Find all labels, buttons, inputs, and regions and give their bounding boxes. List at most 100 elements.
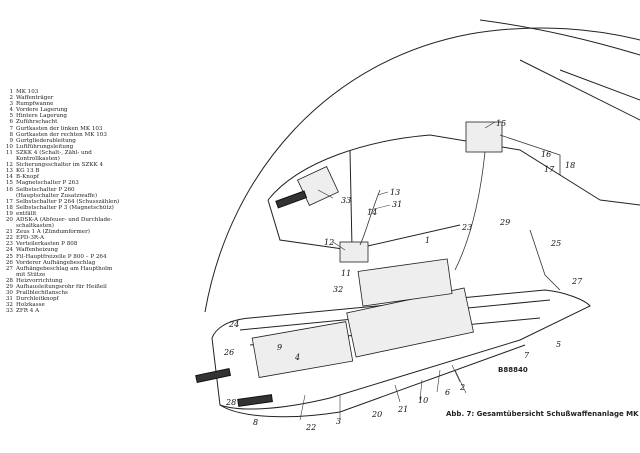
cable-4 <box>529 229 561 291</box>
legend-item-text: Fil-Hauptfreizelle P 800 – P 264 <box>16 253 107 260</box>
wing-upper-edge <box>204 27 640 313</box>
legend-item-text: Selbstschalter P 260 <box>16 186 75 193</box>
ammo-box <box>357 258 453 307</box>
callout-5: 5 <box>556 340 561 349</box>
legend-item-number: 16 <box>5 186 13 193</box>
legend-item-text: Hintere Lagerung <box>16 113 67 120</box>
legend-item: Kontrollkasten) <box>4 156 194 162</box>
legend-item-text: Holzkasse <box>16 302 45 309</box>
legend-item-number: 5 <box>9 113 13 120</box>
legend-item-number: 1 <box>9 89 13 95</box>
legend-item-number: 31 <box>5 296 13 303</box>
legend-item-number: 8 <box>9 131 13 138</box>
legend-item-number: 9 <box>9 137 13 144</box>
callout-4: 4 <box>294 353 300 362</box>
gun-body-left <box>251 321 354 378</box>
callout-13: 13 <box>390 188 400 197</box>
callout-6: 6 <box>445 388 450 397</box>
legend-item-text: Gurtgliederableitung <box>16 137 76 144</box>
callout-26: 26 <box>223 348 234 357</box>
legend-item-number: 12 <box>5 162 13 169</box>
legend-item-text: Prallblechflanschs <box>16 290 68 297</box>
legend-item-text: Magnetschalter P 263 <box>16 180 79 187</box>
cable-2 <box>359 189 381 246</box>
legend-item-number: 22 <box>5 235 13 242</box>
legend-item-text: Waffenträger <box>16 95 54 102</box>
callout-16: 16 <box>541 150 551 159</box>
cable-1 <box>454 151 486 271</box>
legend-item-number: 27 <box>5 265 13 272</box>
legend-item-number: 23 <box>5 241 13 248</box>
gunsight-housing <box>297 166 339 206</box>
callout-17: 17 <box>544 165 555 174</box>
callout-8: 8 <box>253 418 258 427</box>
control-box <box>465 121 503 153</box>
legend-item-text: Gurtkasten der rechten MK 103 <box>16 131 107 138</box>
callout-18: 18 <box>565 161 575 170</box>
callout-21: 21 <box>397 405 408 414</box>
legend-item-number: 14 <box>5 174 13 181</box>
legend-item-text: Vordere Lagerung <box>16 107 68 114</box>
legend-item-number: 28 <box>5 277 13 284</box>
callout-20: 20 <box>371 410 382 419</box>
legend-item-text: ZFR 4 A <box>16 308 40 315</box>
legend-item-number: 15 <box>5 180 13 187</box>
callout-12: 12 <box>324 238 334 247</box>
callout-labels: 1 2 3 4 5 6 7 8 9 10 11 12 13 14 15 16 1… <box>223 119 583 432</box>
callout-32: 32 <box>333 285 343 294</box>
callout-25: 25 <box>550 239 561 248</box>
legend-item-text: Gurtkasten der linken MK 103 <box>16 125 103 132</box>
callout-29: 29 <box>499 218 510 227</box>
callout-27: 27 <box>571 277 583 286</box>
legend-item-number: 33 <box>5 308 13 315</box>
legend-item-text: KG 13 B <box>16 168 40 175</box>
legend-item-text: EPD-3R-A <box>16 235 45 242</box>
legend-item-number: 30 <box>5 290 13 297</box>
legend-item-number: 21 <box>5 229 13 236</box>
legend-item-text: entfällt <box>16 210 37 217</box>
callout-2: 2 <box>459 383 465 392</box>
gun-assembly <box>251 121 503 378</box>
callout-15: 15 <box>496 119 506 128</box>
gunsight-barrel <box>275 190 308 209</box>
legend-item-number: 2 <box>9 95 13 102</box>
callout-3: 3 <box>336 417 341 426</box>
legend-item-number: 10 <box>5 143 13 150</box>
legend-item-text: Heizvorrichtung <box>16 277 63 284</box>
legend-item-text: SZKK 4 (Schalt-, Zähl- und <box>16 149 92 156</box>
callout-28: 28 <box>225 398 236 407</box>
legend-item-text: Zeus 1 A (Zündumformer) <box>16 229 90 236</box>
callout-10: 10 <box>418 396 428 405</box>
legend-item: schaltkasten) <box>4 223 194 229</box>
legend-item-number: 29 <box>5 284 13 290</box>
legend-item-number: 19 <box>5 210 13 217</box>
legend-item-text: Zuführschacht <box>16 119 58 126</box>
legend-item-number: 32 <box>5 302 13 309</box>
legend-item-text: Luftführungsleitung <box>16 143 74 150</box>
legend-item: (Hauptschalter Zusatzwaffe) <box>4 193 194 199</box>
wing-root <box>519 59 640 206</box>
callout-23: 23 <box>461 223 472 232</box>
